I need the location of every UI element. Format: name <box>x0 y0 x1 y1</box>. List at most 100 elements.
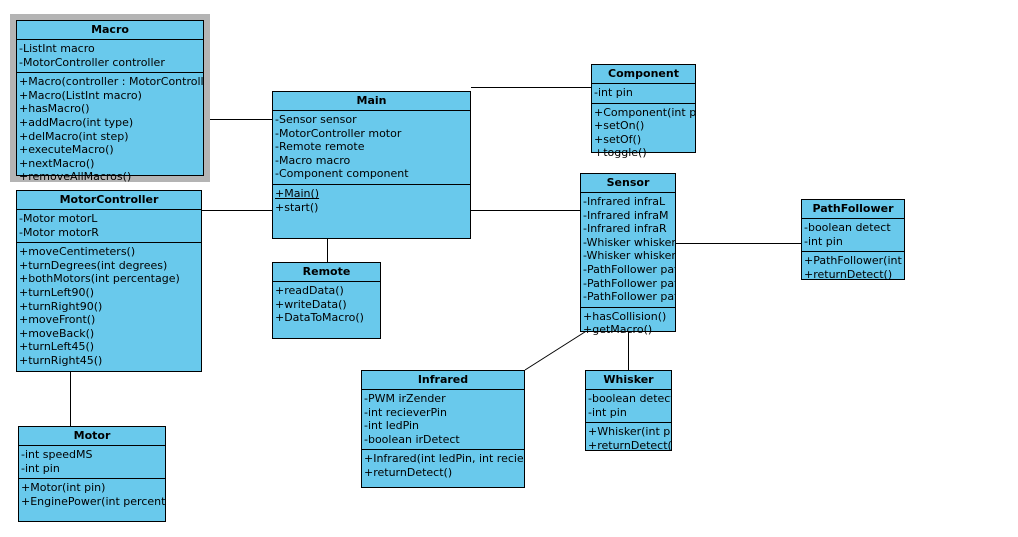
class-methods-remote: +readData() +writeData() +DataToMacro() <box>273 282 380 328</box>
class-methods-sensor: +hasCollision() +getMacro() <box>581 308 675 340</box>
method-row: +start() <box>275 200 319 214</box>
method-row: +addMacro(int type) <box>19 115 134 129</box>
attribute-row: -int pin <box>804 234 843 248</box>
attribute-row: -Infrared infraR <box>583 222 667 236</box>
method-row: +writeData() <box>275 297 347 311</box>
class-box-remote[interactable]: Remote +readData() +writeData() +DataToM… <box>272 262 381 339</box>
attribute-row: -Macro macro <box>275 153 351 167</box>
class-attributes-sensor: -Infrared infraL -Infrared infraM -Infra… <box>581 193 675 308</box>
method-row: +turnLeft90() <box>19 285 95 299</box>
attribute-row: -MotorController motor <box>275 126 402 140</box>
method-row: +setOn() <box>594 119 645 133</box>
class-title-remote: Remote <box>273 263 380 282</box>
class-box-component[interactable]: Component -int pin +Component(int pin) +… <box>591 64 696 159</box>
class-box-motor[interactable]: Motor -int speedMS -int pin +Motor(int p… <box>18 426 166 522</box>
class-box-motorcontroller[interactable]: MotorController -Motor motorL -Motor mot… <box>16 190 202 372</box>
class-title-infrared: Infrared <box>362 371 524 390</box>
class-methods-macro: +Macro(controller : MotorController) +Ma… <box>17 73 203 187</box>
class-attributes-motorcontroller: -Motor motorL -Motor motorR <box>17 210 201 244</box>
class-box-whisker[interactable]: Whisker -boolean detect -int pin +Whiske… <box>585 370 672 452</box>
class-box-macro[interactable]: Macro -ListInt macro -MotorController co… <box>16 20 204 183</box>
attribute-row: -int pin <box>594 86 633 99</box>
attribute-row: -Remote remote <box>275 140 365 154</box>
method-row: +PathFollower(int pin) <box>804 254 904 268</box>
attribute-row: -int speedMS <box>21 448 93 461</box>
method-row: +turnRight45() <box>19 353 103 367</box>
attribute-row: -boolean detect <box>588 392 671 405</box>
class-title-pathfollower: PathFollower <box>802 200 904 219</box>
attribute-row: -boolean detect <box>804 221 891 234</box>
method-row: +moveCentimeters() <box>19 245 136 259</box>
method-row: +hasCollision() <box>583 309 667 323</box>
association-motorcontroller-motor <box>70 372 71 428</box>
method-row: +Whisker(int pin) <box>588 425 671 439</box>
association-main-component <box>471 87 591 88</box>
attribute-row: -int pin <box>21 461 60 475</box>
class-box-pathfollower[interactable]: PathFollower -boolean detect -int pin +P… <box>801 199 905 281</box>
attribute-row: -PathFollower pathL <box>583 262 675 276</box>
association-main-sensor <box>471 210 581 211</box>
attribute-row: -int pin <box>588 405 627 419</box>
class-title-whisker: Whisker <box>586 371 671 390</box>
class-title-component: Component <box>592 65 695 84</box>
class-box-sensor[interactable]: Sensor -Infrared infraL -Infrared infraM… <box>580 173 676 336</box>
class-attributes-motor: -int speedMS -int pin <box>19 446 165 480</box>
method-row: +nextMacro() <box>19 156 95 170</box>
class-methods-pathfollower: +PathFollower(int pin) +returnDetect() <box>802 252 904 284</box>
method-row: +Component(int pin) <box>594 105 695 119</box>
method-row: +executeMacro() <box>19 143 114 157</box>
method-row: +readData() <box>275 284 344 297</box>
association-macro-main <box>190 119 274 120</box>
method-row: +Motor(int pin) <box>21 481 106 495</box>
method-row: +returnDetect() <box>804 267 893 281</box>
class-attributes-infrared: -PWM irZender -int recieverPin -int ledP… <box>362 390 524 451</box>
association-main-remote <box>327 239 328 263</box>
method-row: +moveBack() <box>19 326 95 340</box>
class-title-motorcontroller: MotorController <box>17 191 201 210</box>
class-box-main[interactable]: Main -Sensor sensor -MotorController mot… <box>272 91 471 239</box>
method-row: +Macro(ListInt macro) <box>19 88 142 102</box>
method-row-static: +Main() <box>275 186 320 200</box>
method-row: +Infrared(int ledPin, int recieverPin) <box>364 452 524 466</box>
method-row: +toggle() <box>594 146 647 160</box>
method-row: +turnDegrees(int degrees) <box>19 258 168 272</box>
method-row: +returnDetect() <box>588 438 671 452</box>
association-sensor-whisker <box>628 332 629 370</box>
class-methods-main: +Main() +start() <box>273 185 470 217</box>
class-box-infrared[interactable]: Infrared -PWM irZender -int recieverPin … <box>361 370 525 488</box>
class-attributes-macro: -ListInt macro -MotorController controll… <box>17 40 203 74</box>
class-methods-whisker: +Whisker(int pin) +returnDetect() <box>586 423 671 455</box>
method-row: +bothMotors(int percentage) <box>19 272 180 286</box>
method-row: +turnLeft45() <box>19 340 95 354</box>
class-title-macro: Macro <box>17 21 203 40</box>
attribute-row: -int recieverPin <box>364 405 447 419</box>
attribute-row: -Component component <box>275 167 409 181</box>
class-attributes-main: -Sensor sensor -MotorController motor -R… <box>273 111 470 185</box>
method-row: +returnDetect() <box>364 465 453 479</box>
class-methods-component: +Component(int pin) +setOn() +setOf() +t… <box>592 104 695 163</box>
method-row: +turnRight90() <box>19 299 103 313</box>
class-title-motor: Motor <box>19 427 165 446</box>
attribute-row: -Whisker whiskerR <box>583 249 675 263</box>
class-methods-motorcontroller: +moveCentimeters() +turnDegrees(int degr… <box>17 243 201 370</box>
association-motorcontroller-main <box>202 210 274 211</box>
association-sensor-pathfollower <box>676 243 801 244</box>
attribute-row: -Sensor sensor <box>275 113 357 126</box>
method-row: +setOf() <box>594 132 642 146</box>
macro-selection-frame <box>10 14 210 182</box>
method-row: +Macro(controller : MotorController) <box>19 75 203 89</box>
attribute-row: -Infrared infraM <box>583 208 669 222</box>
attribute-row: -ListInt macro <box>19 42 95 55</box>
class-attributes-component: -int pin <box>592 84 695 104</box>
method-row: +DataToMacro() <box>275 311 364 325</box>
method-row: +EnginePower(int percentage) <box>21 494 165 508</box>
class-methods-motor: +Motor(int pin) +EnginePower(int percent… <box>19 479 165 511</box>
association-sensor-infrared <box>524 329 589 371</box>
attribute-row: -MotorController controller <box>19 55 165 69</box>
class-methods-infrared: +Infrared(int ledPin, int recieverPin) +… <box>362 450 524 482</box>
attribute-row: -PWM irZender <box>364 392 446 405</box>
attribute-row: -PathFollower pathR <box>583 290 675 304</box>
attribute-row: -Motor motorL <box>19 212 98 225</box>
method-row: +moveFront() <box>19 313 96 327</box>
